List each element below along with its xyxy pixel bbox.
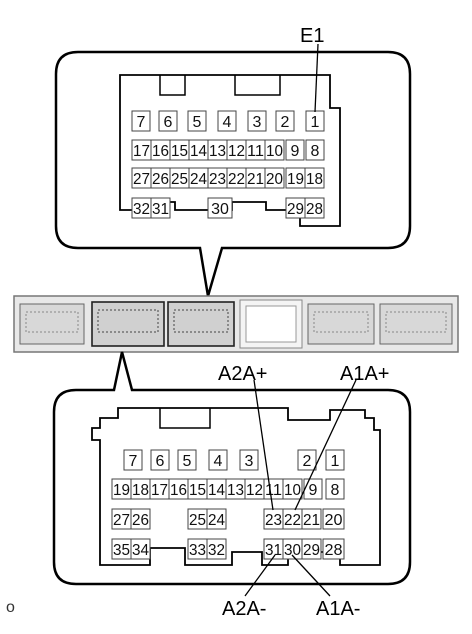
top-pin-row-3: 27 26 25 24 23 22 21 20 19 18 bbox=[131, 167, 325, 189]
bottom-pin: 23 bbox=[265, 512, 282, 529]
a1a-minus-label: A1A- bbox=[316, 598, 360, 620]
top-pin: 11 bbox=[247, 143, 264, 160]
top-pin-row-2: 17 16 15 14 13 12 11 10 9 8 bbox=[131, 139, 325, 161]
top-pin-e1: 1 bbox=[311, 114, 320, 131]
a1a-plus-leader-line bbox=[294, 379, 357, 511]
bottom-pin: 7 bbox=[129, 453, 138, 470]
bottom-pin: 3 bbox=[245, 453, 254, 470]
top-pin: 30 bbox=[211, 201, 229, 218]
top-pin: 16 bbox=[152, 143, 169, 160]
bottom-pin: 4 bbox=[214, 453, 223, 470]
top-pin: 20 bbox=[266, 171, 283, 188]
top-pin-row-1: 7 6 5 4 3 2 1 bbox=[131, 110, 325, 132]
bottom-pin: 35 bbox=[113, 542, 130, 559]
a1a-plus-label: A1A+ bbox=[340, 363, 389, 385]
bottom-pin: 8 bbox=[331, 482, 340, 499]
top-pin: 27 bbox=[133, 171, 150, 188]
bottom-pin: 9 bbox=[309, 482, 318, 499]
bottom-pin: 16 bbox=[170, 482, 187, 499]
top-pin: 17 bbox=[133, 143, 150, 160]
a1a-minus-leader-line bbox=[291, 554, 331, 597]
bottom-pin: 21 bbox=[303, 512, 320, 529]
top-pin: 2 bbox=[281, 114, 290, 131]
bottom-pin: 32 bbox=[208, 542, 225, 559]
top-pin: 19 bbox=[287, 171, 304, 188]
bottom-pin: 29 bbox=[303, 542, 320, 559]
bottom-pin-row-4: 35 34 33 32 31 30 29 28 bbox=[111, 538, 345, 560]
bottom-pin-row-3: 27 26 25 24 23 22 21 20 bbox=[111, 508, 345, 530]
corner-mark: o bbox=[6, 599, 15, 616]
bottom-pin: 18 bbox=[132, 482, 149, 499]
bottom-pin: 20 bbox=[325, 512, 343, 529]
top-housing-notch bbox=[159, 75, 281, 96]
a2a-plus-label: A2A+ bbox=[218, 363, 267, 385]
bottom-pin: 27 bbox=[113, 512, 130, 529]
bottom-pin: 19 bbox=[113, 482, 130, 499]
bottom-pin: 6 bbox=[156, 453, 165, 470]
bottom-pin: 22 bbox=[284, 512, 301, 529]
bottom-pin: 10 bbox=[284, 482, 301, 499]
bottom-pin: 2 bbox=[303, 453, 312, 470]
top-pin: 21 bbox=[247, 171, 264, 188]
top-pin: 29 bbox=[287, 201, 304, 218]
bottom-pin: 5 bbox=[183, 453, 192, 470]
bottom-pin: 17 bbox=[151, 482, 168, 499]
bottom-pin: 26 bbox=[132, 512, 149, 529]
bottom-connector-callout: 7 6 5 4 3 2 1 19 18 17 16 15 14 13 12 11… bbox=[52, 351, 412, 620]
bottom-pin: 25 bbox=[189, 512, 206, 529]
top-pin: 13 bbox=[209, 143, 226, 160]
top-pin-row-4: 32 31 30 29 28 bbox=[131, 197, 325, 219]
a2a-minus-label: A2A- bbox=[222, 598, 266, 620]
top-pin: 10 bbox=[266, 143, 283, 160]
top-pin: 26 bbox=[152, 171, 169, 188]
top-pin: 7 bbox=[137, 114, 146, 131]
bottom-pin: 33 bbox=[189, 542, 206, 559]
bottom-pin: 15 bbox=[189, 482, 206, 499]
bottom-pin: 34 bbox=[132, 542, 149, 559]
e1-label: E1 bbox=[300, 25, 324, 47]
bottom-pin: 11 bbox=[265, 482, 282, 499]
top-pin: 15 bbox=[171, 143, 188, 160]
top-pin: 3 bbox=[253, 114, 262, 131]
bottom-pin: 1 bbox=[331, 453, 340, 470]
ecu-socket-3 bbox=[167, 301, 235, 347]
ecu-blank-area bbox=[239, 299, 303, 349]
top-pin: 31 bbox=[152, 201, 169, 218]
top-pin: 4 bbox=[223, 114, 232, 131]
top-pin: 32 bbox=[133, 201, 150, 218]
ecu-socket-2 bbox=[91, 301, 165, 347]
bottom-pin: 28 bbox=[325, 542, 343, 559]
ecu-socket-4 bbox=[307, 303, 375, 345]
bottom-pin: 24 bbox=[208, 512, 225, 529]
bottom-pin-row-1: 7 6 5 4 3 2 1 bbox=[123, 449, 345, 471]
top-pin: 12 bbox=[228, 143, 245, 160]
top-pin: 9 bbox=[291, 143, 300, 160]
top-pin: 6 bbox=[164, 114, 173, 131]
top-pin: 23 bbox=[209, 171, 226, 188]
a2a-minus-leader-line bbox=[244, 554, 276, 597]
top-pin: 5 bbox=[193, 114, 202, 131]
bottom-pin: 12 bbox=[246, 482, 263, 499]
bottom-pin: 31 bbox=[265, 542, 282, 559]
bottom-pin: 14 bbox=[208, 482, 225, 499]
bottom-pin-row-2: 19 18 17 16 15 14 13 12 11 10 9 8 bbox=[111, 478, 345, 500]
bottom-housing-notch bbox=[159, 408, 211, 429]
ecu-connector-strip bbox=[13, 295, 459, 353]
top-pin: 18 bbox=[306, 171, 323, 188]
top-pin: 22 bbox=[228, 171, 245, 188]
top-connector-callout: 7 6 5 4 3 2 1 17 16 15 14 13 12 11 10 9 … bbox=[54, 25, 412, 297]
bottom-pin: 30 bbox=[284, 542, 301, 559]
top-pin: 28 bbox=[306, 201, 323, 218]
a2a-plus-leader-line bbox=[253, 379, 274, 511]
top-pin: 14 bbox=[190, 143, 207, 160]
ecu-socket-5 bbox=[379, 303, 453, 345]
bottom-pin: 13 bbox=[227, 482, 244, 499]
top-pin: 24 bbox=[190, 171, 207, 188]
ecu-socket-1 bbox=[19, 303, 85, 345]
top-pin: 25 bbox=[171, 171, 188, 188]
top-pin: 8 bbox=[311, 143, 320, 160]
e1-leader-line bbox=[314, 43, 319, 113]
